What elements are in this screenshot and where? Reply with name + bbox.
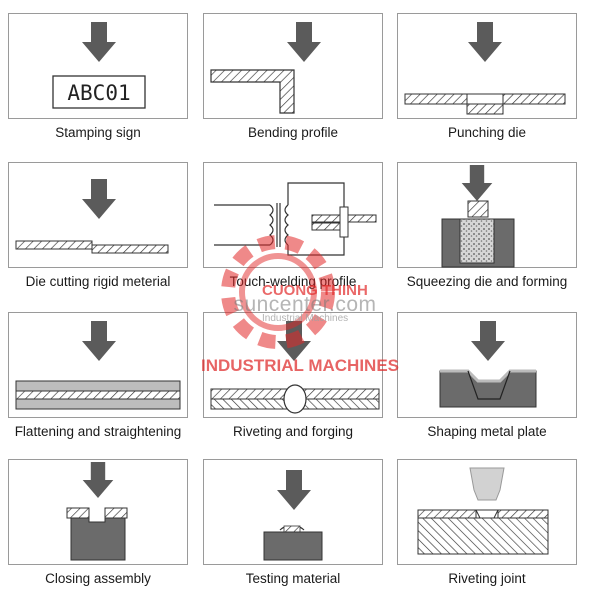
panel-caption: Punching die xyxy=(447,125,527,140)
secondary-coil xyxy=(284,204,289,246)
panel-frame xyxy=(397,162,577,268)
panel-caption: Die cutting rigid meterial xyxy=(25,274,171,289)
panel-caption: Shaping metal plate xyxy=(427,424,547,439)
panel-frame xyxy=(8,459,188,565)
punching-illustration xyxy=(404,22,566,115)
panel-caption: Stamping sign xyxy=(55,125,141,140)
die-cutting-illustration xyxy=(15,179,169,254)
down-arrow-icon xyxy=(287,22,321,62)
sheet-left xyxy=(417,509,477,519)
cavity xyxy=(467,370,511,400)
panel-caption: Bending profile xyxy=(247,125,339,140)
lower-plate xyxy=(15,398,181,410)
rivet-tool xyxy=(469,467,505,501)
punch-head xyxy=(467,200,489,218)
material-fill xyxy=(459,218,495,264)
panel-frame xyxy=(8,162,188,268)
squeezing-illustration xyxy=(441,165,515,268)
sheet-right xyxy=(502,93,566,105)
panel-frame xyxy=(203,312,383,418)
sample xyxy=(283,525,301,533)
assembly-block xyxy=(70,517,126,561)
sheet xyxy=(15,390,181,400)
panel-caption: Testing material xyxy=(245,571,341,586)
flattening-illustration xyxy=(15,321,181,410)
panel-frame xyxy=(397,312,577,418)
joint-dimple xyxy=(475,509,499,519)
panel-frame xyxy=(203,13,383,119)
panel-caption: Riveting and forging xyxy=(232,424,354,439)
closing-illustration xyxy=(66,462,128,561)
panel-frame xyxy=(203,162,383,268)
panel-caption: Touch-welding profile xyxy=(229,274,357,289)
down-arrow-icon xyxy=(468,22,502,62)
down-arrow-icon xyxy=(82,22,116,62)
weld-sheet-bottom xyxy=(311,222,343,231)
panel-frame xyxy=(203,459,383,565)
panel-caption: Flattening and straightening xyxy=(14,424,182,439)
welding-illustration xyxy=(214,182,377,256)
down-arrow-icon xyxy=(82,321,116,361)
panel-frame: ABC01 xyxy=(8,13,188,119)
panel-frame xyxy=(397,13,577,119)
bent-profile xyxy=(210,69,295,114)
anvil-block xyxy=(417,517,549,555)
punch-hole xyxy=(466,93,504,105)
panel-caption: Riveting joint xyxy=(448,571,526,586)
shaping-illustration xyxy=(439,321,537,408)
down-arrow-icon xyxy=(461,165,493,201)
panel-frame xyxy=(397,459,577,565)
stamp-text: ABC01 xyxy=(67,81,130,105)
sheet-right xyxy=(497,509,549,519)
clip-right xyxy=(104,507,128,519)
panel-caption: Closing assembly xyxy=(45,571,151,586)
clip-left xyxy=(66,507,90,519)
panel-caption: Squeezing die and forming xyxy=(406,274,568,289)
bending-illustration xyxy=(210,22,321,114)
down-arrow-icon xyxy=(277,321,311,361)
rivet xyxy=(283,384,307,414)
upper-plate xyxy=(15,380,181,392)
sheet-right xyxy=(91,244,169,254)
stamp-plate xyxy=(52,75,146,109)
down-arrow-icon xyxy=(277,470,311,510)
riveting-joint-illustration xyxy=(417,467,549,555)
down-arrow-icon xyxy=(82,179,116,219)
stamping-illustration: ABC01 xyxy=(52,22,146,109)
down-arrow-icon xyxy=(471,321,505,361)
sheet-left xyxy=(404,93,468,105)
panel-frame xyxy=(8,312,188,418)
punched-slug xyxy=(466,103,504,115)
riveting-forging-illustration xyxy=(210,321,380,414)
test-block xyxy=(263,531,323,561)
testing-illustration xyxy=(263,470,323,561)
down-arrow-icon xyxy=(82,462,114,498)
die-base xyxy=(439,370,537,408)
sheet-left xyxy=(15,240,93,250)
formed-plate xyxy=(440,369,536,383)
primary-coil xyxy=(269,204,274,246)
electrode xyxy=(339,206,349,238)
